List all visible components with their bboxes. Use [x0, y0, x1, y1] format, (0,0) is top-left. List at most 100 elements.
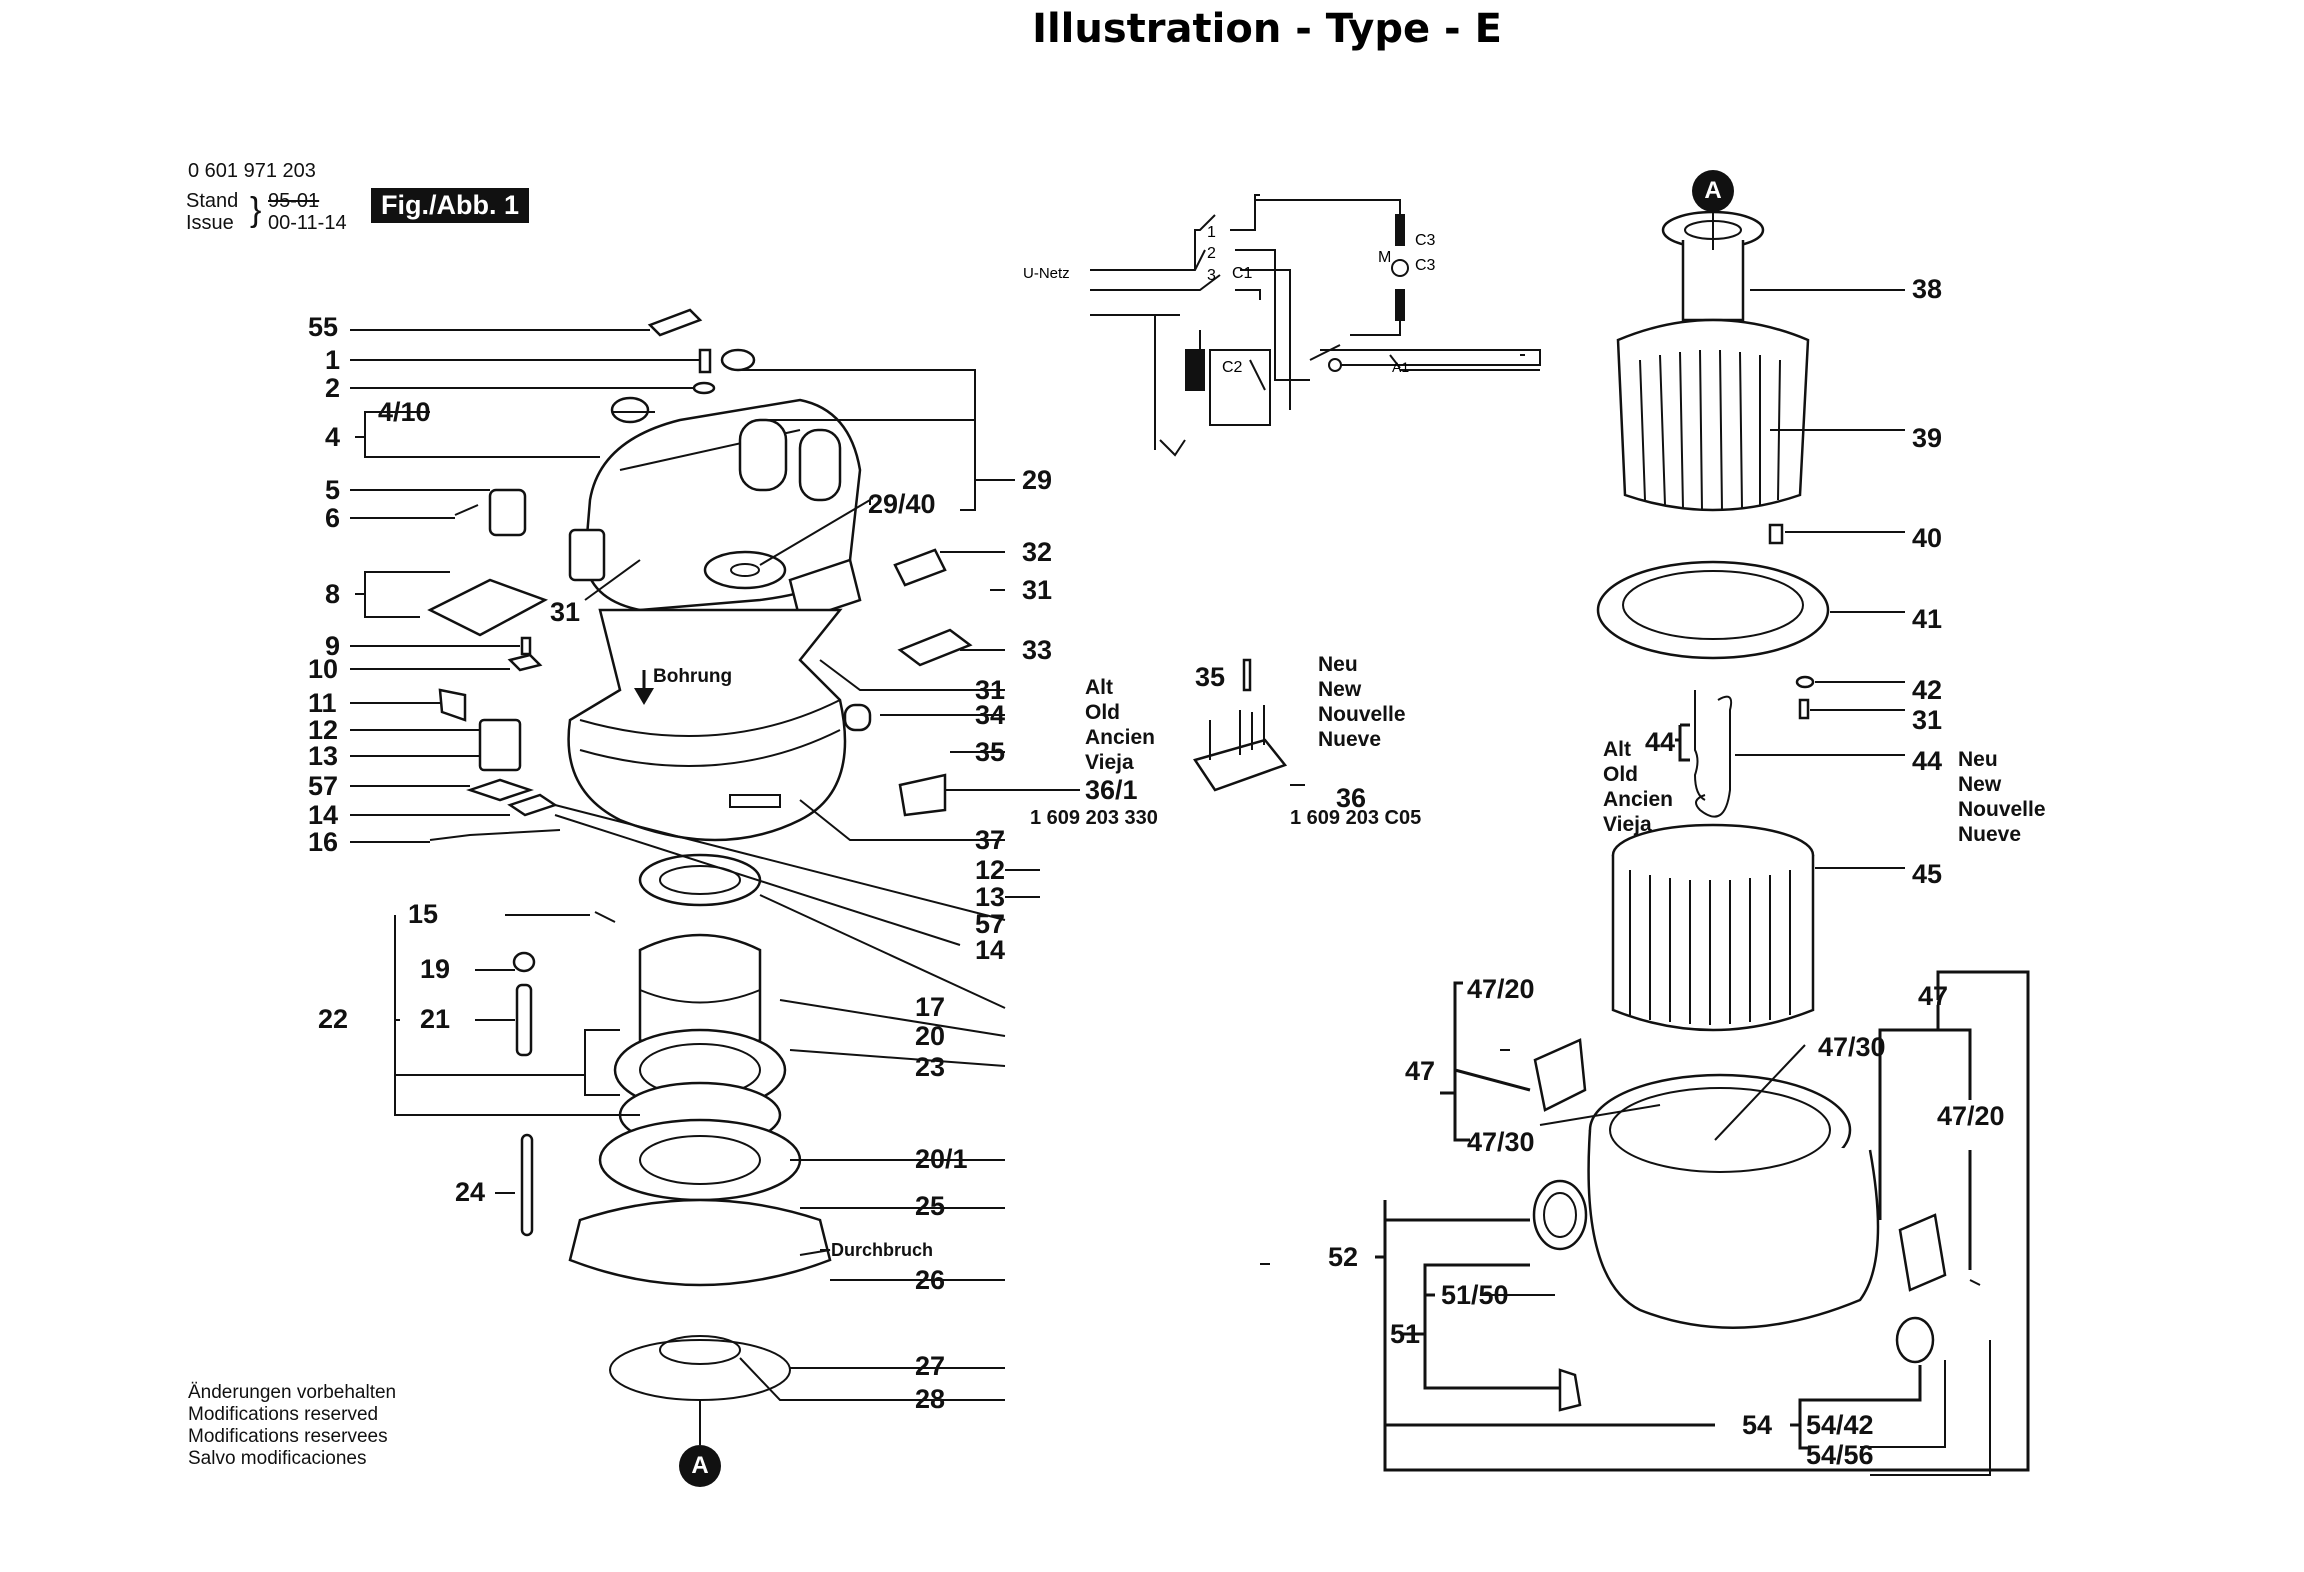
part-1-screw	[698, 348, 712, 374]
part-51-castor	[1558, 1368, 1582, 1412]
part-36-1-suppressor	[898, 773, 947, 817]
callout-9[interactable]: 9	[325, 631, 341, 661]
callout-32[interactable]: 32	[1022, 537, 1053, 567]
callout-17[interactable]: 17	[915, 992, 946, 1022]
callout-27[interactable]: 27	[915, 1351, 946, 1381]
callout-44-new[interactable]: 44	[1912, 746, 1943, 776]
new-variant-label-36: Neu New Nouvelle Nueve	[1318, 652, 1406, 752]
callout-47-30-left[interactable]: 47/30	[1467, 1127, 1535, 1157]
callout-6[interactable]: 6	[325, 503, 341, 533]
callout-47-left[interactable]: 47	[1405, 1056, 1436, 1086]
old-variant-es: Vieja	[1085, 751, 1134, 774]
schematic-label-c3-top: C3	[1415, 232, 1436, 249]
new-variant-es-44: Nueve	[1958, 823, 2022, 846]
callout-44-old[interactable]: 44	[1645, 727, 1676, 757]
callout-19[interactable]: 19	[420, 954, 451, 984]
callout-40[interactable]: 40	[1912, 523, 1943, 553]
callout-23[interactable]: 23	[915, 1052, 946, 1082]
callout-57-right[interactable]: 57	[975, 909, 1006, 939]
callout-1[interactable]: 1	[325, 345, 341, 375]
callout-47-30-right[interactable]: 47/30	[1818, 1032, 1886, 1062]
callout-13-left[interactable]: 13	[308, 741, 339, 771]
callout-31-a[interactable]: 31	[550, 597, 581, 627]
schematic-label-1: 1	[1207, 224, 1216, 241]
callout-15[interactable]: 15	[408, 899, 439, 929]
part-11-label	[438, 688, 467, 722]
callout-5[interactable]: 5	[325, 475, 341, 505]
part-14-plate	[507, 793, 558, 817]
new-variant-fr-44: Nouvelle	[1958, 798, 2046, 821]
callout-36-1[interactable]: 36/1	[1085, 775, 1138, 805]
callout-22[interactable]: 22	[318, 1004, 349, 1034]
callout-47-right[interactable]: 47	[1918, 981, 1949, 1011]
callout-29[interactable]: 29	[1022, 465, 1053, 495]
callout-16[interactable]: 16	[308, 827, 339, 857]
part-31-screw-right	[1798, 698, 1810, 720]
new-variant-de: Neu	[1318, 653, 1358, 676]
callout-31-c[interactable]: 31	[975, 675, 1006, 705]
callout-35-a[interactable]: 35	[975, 737, 1006, 767]
part-34-capacitor	[843, 703, 872, 732]
callout-28[interactable]: 28	[915, 1384, 946, 1414]
old-variant-label-44: Alt Old Ancien Vieja	[1603, 737, 1673, 837]
new-variant-es: Nueve	[1318, 728, 1382, 751]
callout-42[interactable]: 42	[1912, 675, 1943, 705]
callout-4-10[interactable]: 4/10	[378, 397, 431, 427]
callout-21[interactable]: 21	[420, 1004, 451, 1034]
brace: }	[250, 191, 262, 229]
figure-label: Fig./Abb. 1	[371, 188, 529, 223]
schematic-label-motor: M	[1378, 249, 1391, 266]
callout-12-right[interactable]: 12	[975, 855, 1006, 885]
callout-13-right[interactable]: 13	[975, 882, 1006, 912]
callout-12-left[interactable]: 12	[308, 715, 339, 745]
callout-52[interactable]: 52	[1328, 1242, 1359, 1272]
old-variant-es-44: Vieja	[1603, 813, 1652, 836]
part-39-filter-cage	[1616, 318, 1810, 512]
schematic-label-c1: C1	[1232, 265, 1253, 282]
callout-34[interactable]: 34	[975, 700, 1006, 730]
callout-54-42[interactable]: 54/42	[1806, 1410, 1874, 1440]
part-40-spring	[1768, 523, 1784, 545]
part-32-badge	[893, 548, 947, 587]
callout-35-b[interactable]: 35	[1195, 662, 1226, 692]
callout-14-right[interactable]: 14	[975, 935, 1006, 965]
callout-47-20-left[interactable]: 47/20	[1467, 974, 1535, 1004]
callout-38[interactable]: 38	[1912, 274, 1943, 304]
callout-14-left[interactable]: 14	[308, 800, 339, 830]
disclaimer: Änderungen vorbehalten Modifications res…	[188, 1382, 396, 1470]
part-number: 0 601 971 203	[188, 160, 316, 182]
callout-51[interactable]: 51	[1390, 1319, 1421, 1349]
callout-25[interactable]: 25	[915, 1191, 946, 1221]
old-variant-de-44: Alt	[1603, 738, 1631, 761]
callout-20[interactable]: 20	[915, 1021, 946, 1051]
callout-45[interactable]: 45	[1912, 859, 1943, 889]
callout-54-56[interactable]: 54/56	[1806, 1440, 1874, 1470]
callout-4[interactable]: 4	[325, 422, 341, 452]
callout-11[interactable]: 11	[308, 688, 337, 718]
callout-47-20-right[interactable]: 47/20	[1937, 1101, 2005, 1131]
motor-body	[567, 608, 847, 842]
callout-31-d[interactable]: 31	[1912, 705, 1943, 735]
callout-37[interactable]: 37	[975, 825, 1006, 855]
callout-2[interactable]: 2	[325, 373, 341, 403]
callout-10[interactable]: 10	[308, 654, 339, 684]
part-26-base	[568, 1198, 832, 1287]
callout-29-40[interactable]: 29/40	[868, 489, 936, 519]
callout-24[interactable]: 24	[455, 1177, 486, 1207]
callout-57-left[interactable]: 57	[308, 771, 339, 801]
part-44-spring-old	[1693, 690, 1706, 801]
callout-26[interactable]: 26	[915, 1265, 946, 1295]
motor-assembly	[613, 933, 787, 1149]
note-durchbruch: Durchbruch	[831, 1240, 934, 1260]
callout-31-b[interactable]: 31	[1022, 575, 1053, 605]
callout-20-1[interactable]: 20/1	[915, 1144, 968, 1174]
callout-8[interactable]: 8	[325, 579, 341, 609]
callout-51-50[interactable]: 51/50	[1441, 1280, 1509, 1310]
callout-55[interactable]: 55	[308, 312, 339, 342]
callout-39[interactable]: 39	[1912, 423, 1943, 453]
callout-41[interactable]: 41	[1912, 604, 1943, 634]
schematic-label-2: 2	[1207, 245, 1216, 262]
callout-54[interactable]: 54	[1742, 1410, 1773, 1440]
callout-36[interactable]: 36	[1336, 783, 1367, 813]
callout-33[interactable]: 33	[1022, 635, 1053, 665]
